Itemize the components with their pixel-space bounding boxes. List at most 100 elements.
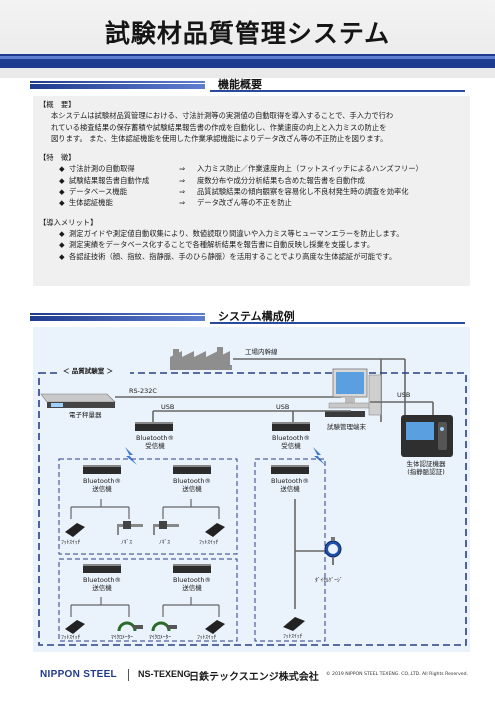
wireless-icon-1	[125, 447, 137, 465]
bullet-icon: ◆	[59, 175, 65, 185]
diagram-graphics	[38, 347, 467, 646]
micrometer-label: ﾏｲｸﾛﾒｰﾀｰ	[149, 635, 172, 641]
feature-item: ◆ データベース機能 ⇒ 品質試験結果の傾向観察を容易化し不良材発生時の調査を効…	[39, 186, 464, 197]
section-line	[210, 322, 465, 324]
arrow-icon: ⇒	[179, 175, 186, 185]
bullet-icon: ◆	[59, 198, 65, 208]
biometric-label: 生体認証機器 (指静脈認証)	[406, 460, 446, 476]
dial-gauge-icon	[324, 537, 342, 565]
section-heading-features: 機能概要	[30, 76, 465, 92]
page-footer: NIPPON STEEL NS-TEXENG 日鉄テックスエンジ株式会社 © 2…	[0, 664, 495, 684]
merit-item: ◆ 測定ガイドや測定値自動収集により、数値読取り間違いや入力ミス等ヒューマンエラ…	[39, 228, 464, 239]
footswitch-label: ﾌｯﾄｽｲｯﾁ	[199, 540, 219, 546]
section-heading-system: システム構成例	[30, 308, 465, 324]
summary-line: 本システムは試験材品質管理における、寸法計測等の実測値の自動取得を導入することで…	[51, 111, 394, 121]
lab-label: ＜ 品質試験室 ＞	[63, 367, 114, 375]
merits-heading: 【導入メリット】	[39, 217, 98, 227]
footswitch-label: ﾌｯﾄｽｲｯﾁ	[61, 635, 81, 641]
transmitter-icon-2	[173, 465, 211, 474]
merit-item: ◆ 各認証技術（顔、指紋、指静脈、手のひら静脈）を活用することでより高度な生体認…	[39, 251, 464, 262]
bullet-icon: ◆	[59, 187, 65, 197]
section-bar	[30, 313, 205, 321]
usb-label: USB	[276, 403, 290, 411]
feature-item: ◆ 試験結果報告書自動作成 ⇒ 度数分布や成分分析結果も含めた報告書を自動作成	[39, 175, 464, 186]
merit-text: 各認証技術（顔、指紋、指静脈、手のひら静脈）を活用することでより高度な生体認証が…	[69, 251, 397, 261]
feature-label: 試験結果報告書自動作成	[69, 175, 150, 185]
copyright: © 2019 NIPPON STEEL TEXENG. CO.,LTD. All…	[326, 672, 468, 677]
bullet-icon: ◆	[59, 164, 65, 174]
factory-icon	[170, 347, 232, 370]
caliper-label: ﾉｷﾞｽ	[121, 540, 133, 546]
nippon-steel-logo: NIPPON STEEL	[40, 669, 117, 680]
scale-label: 電子秤量器	[69, 411, 102, 419]
footswitch-icon-1	[65, 523, 85, 537]
feature-item: ◆ 生体認証機能 ⇒ データ改ざん等の不正を防止	[39, 197, 464, 208]
transmitter-icon-3	[83, 564, 121, 573]
feature-desc: 度数分布や成分分析結果も含めた報告書を自動作成	[197, 175, 365, 185]
overview-panel: 【概 要】 本システムは試験材品質管理における、寸法計測等の実測値の自動取得を導…	[33, 96, 470, 286]
transmitter-icon-4	[173, 564, 211, 573]
ns-texeng-logo: NS-TEXENG	[138, 669, 191, 679]
page-title: 試験材品質管理システム	[104, 19, 391, 48]
scale-icon	[40, 393, 116, 408]
arrow-icon: ⇒	[179, 198, 186, 208]
rs232c-label: RS-232C	[129, 387, 157, 395]
merit-text: 測定ガイドや測定値自動収集により、数値読取り間違いや入力ミス等ヒューマンエラーを…	[69, 228, 404, 238]
transmitter-label: Bluetooth® 送信機	[82, 576, 122, 592]
caliper-label: ﾉｷﾞｽ	[159, 540, 171, 546]
section-title: 機能概要	[218, 78, 262, 91]
receiver-label: Bluetooth® 受信機	[271, 434, 311, 450]
group-box-1	[58, 458, 238, 555]
section-bar	[30, 81, 205, 89]
transmitter-label: Bluetooth® 送信機	[172, 576, 212, 592]
feature-item: ◆ 寸法計測の自動取得 ⇒ 入力ミス防止／作業速度向上（フットスイッチによるハン…	[39, 163, 464, 174]
biometric-device-icon	[401, 415, 453, 457]
micrometer-icon-1	[117, 621, 143, 632]
bullet-icon: ◆	[59, 228, 65, 238]
lab-boundary	[38, 372, 467, 646]
receiver-icon-2	[272, 422, 310, 431]
section-line	[210, 90, 465, 92]
summary-line: れている検査結果の保存蓄積や試験結果報告書の作成を自動化し、作業速度の向上と入力…	[51, 122, 387, 132]
transmitter-icon-1	[83, 465, 121, 474]
caliper-icon-1	[117, 521, 143, 535]
system-diagram: 工場内幹線 ＜ 品質試験室 ＞ RS-232C 電子秤量器 USB USB US…	[33, 327, 470, 652]
bullet-icon: ◆	[59, 240, 65, 250]
caliper-icon-2	[153, 521, 179, 535]
micrometer-icon-2	[151, 621, 177, 632]
usb-label: USB	[161, 403, 175, 411]
terminal-icon	[325, 368, 382, 417]
feature-label: データベース機能	[69, 187, 128, 197]
merit-text: 測定実績をデータベース化することで各種解析結果を報告書に自動反映し採業を支援しま…	[69, 240, 375, 250]
receiver-icon-1	[135, 422, 173, 431]
feature-desc: 入力ミス防止／作業速度向上（フットスイッチによるハンズフリー）	[197, 164, 423, 174]
feature-desc: 品質試験結果の傾向観察を容易化し不良材発生時の調査を効率化	[197, 187, 409, 197]
group-box-2	[58, 558, 238, 642]
company-name: 日鉄テックスエンジ株式会社	[189, 672, 319, 683]
feature-label: 生体認証機能	[69, 198, 113, 208]
footswitch-icon-5	[283, 617, 305, 631]
page-header: 試験材品質管理システム	[0, 0, 495, 78]
transmitter-icon-5	[271, 465, 309, 474]
transmitter-label: Bluetooth® 送信機	[82, 477, 122, 493]
header-band	[0, 54, 495, 68]
footswitch-label: ﾌｯﾄｽｲｯﾁ	[283, 634, 303, 640]
merit-item: ◆ 測定実績をデータベース化することで各種解析結果を報告書に自動反映し採業を支援…	[39, 239, 464, 250]
features-heading: 【特 徴】	[39, 153, 76, 163]
arrow-icon: ⇒	[179, 164, 186, 174]
feature-desc: データ改ざん等の不正を防止	[197, 198, 292, 208]
footswitch-label: ﾌｯﾄｽｲｯﾁ	[197, 635, 217, 641]
wireless-icon-2	[313, 447, 325, 465]
footswitch-icon-3	[65, 620, 85, 634]
factory-network-label: 工場内幹線	[245, 348, 278, 356]
arrow-icon: ⇒	[179, 187, 186, 197]
transmitter-label: Bluetooth® 送信機	[270, 477, 310, 493]
micrometer-label: ﾏｲｸﾛﾒｰﾀｰ	[111, 635, 134, 641]
usb-label: USB	[397, 391, 411, 399]
logo-divider	[128, 669, 129, 681]
summary-line: 図ります。 また、生体認証機能を使用した作業承認機能によりデータ改ざん等の不正防…	[51, 133, 388, 143]
transmitter-label: Bluetooth® 送信機	[172, 477, 212, 493]
receiver-label: Bluetooth® 受信機	[135, 434, 175, 450]
terminal-label: 試験管理端末	[327, 423, 366, 431]
footswitch-icon-4	[205, 620, 225, 634]
